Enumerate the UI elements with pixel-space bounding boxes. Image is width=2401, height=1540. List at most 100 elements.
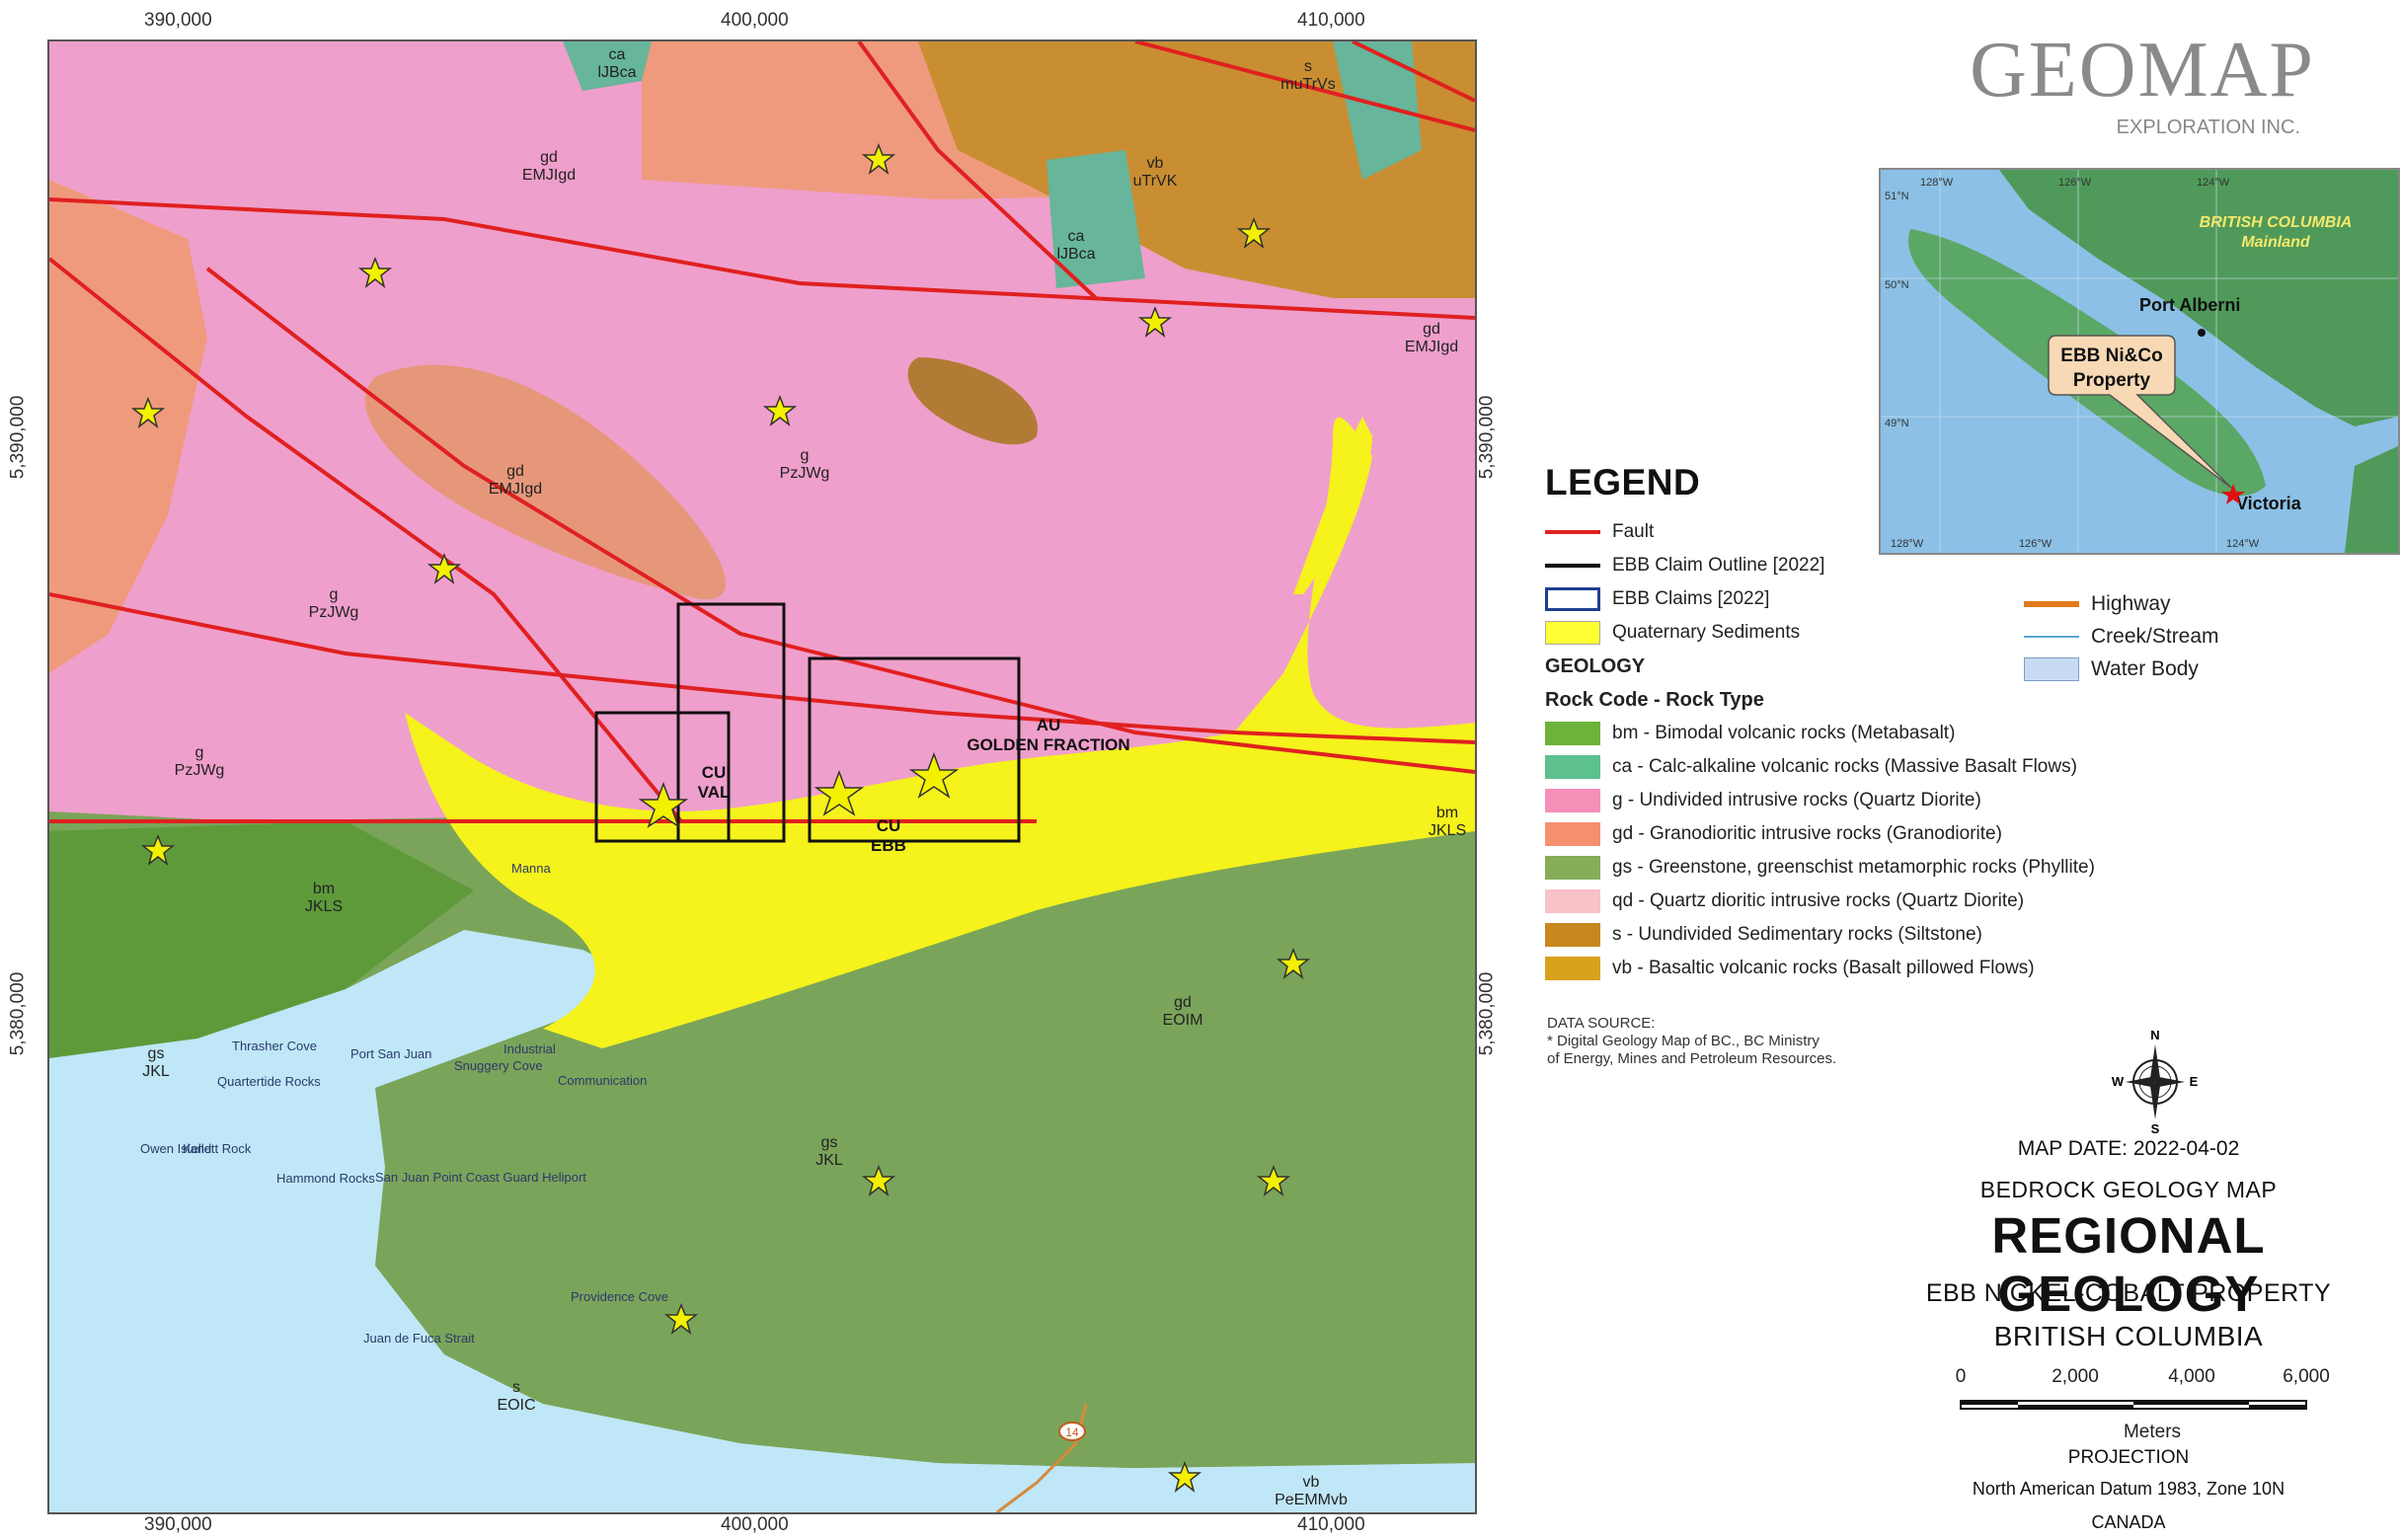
coord-left-5390000: 5,390,000 bbox=[7, 395, 29, 480]
inset-canvas: BRITISH COLUMBIA Mainland Port Alberni V… bbox=[1881, 170, 2398, 553]
coord-bottom-400000: 400,000 bbox=[721, 1514, 789, 1535]
coord-top-400000: 400,000 bbox=[721, 10, 789, 31]
occurrence-star bbox=[130, 396, 166, 428]
legend-highway: Highway bbox=[2024, 587, 2379, 620]
svg-text:E: E bbox=[2190, 1074, 2199, 1089]
place-juan-de-fuca-strait: Juan de Fuca Strait bbox=[363, 1331, 475, 1346]
rock-label-gs-1: gs bbox=[148, 1045, 165, 1062]
svg-text:Property: Property bbox=[2073, 370, 2151, 391]
legend-rock-s: s - Uundivided Sedimentary rocks (Siltst… bbox=[1545, 918, 2216, 952]
coord-bottom-390000: 390,000 bbox=[144, 1514, 212, 1535]
occurrence-star bbox=[1276, 947, 1311, 979]
legend-rock-qd-label: qd - Quartz dioritic intrusive rocks (Qu… bbox=[1612, 890, 2025, 911]
legend-rock-g-label: g - Undivided intrusive rocks (Quartz Di… bbox=[1612, 790, 1981, 810]
legend-creek: Creek/Stream bbox=[2024, 620, 2379, 653]
occurrence-star bbox=[861, 1164, 896, 1196]
company-name: GEOMAP bbox=[1970, 27, 2315, 114]
rock-label-ca-2: ca bbox=[1068, 228, 1085, 245]
map-date: MAP DATE: 2022-04-02 bbox=[2017, 1137, 2240, 1160]
geology-map[interactable]: ca lJBca gd EMJIgd s muTrVs vb uTrVK ca … bbox=[47, 39, 1477, 1514]
rock-label-gd-2: gd bbox=[1423, 321, 1440, 338]
unit-gs-peninsula bbox=[375, 890, 1475, 1468]
inset-locator-map[interactable]: BRITISH COLUMBIA Mainland Port Alberni V… bbox=[1879, 168, 2400, 555]
place-hammond-rocks: Hammond Rocks bbox=[276, 1171, 375, 1186]
rock-label-bm-2: bm bbox=[1436, 805, 1458, 821]
claim-label-au-sub: GOLDEN FRACTION bbox=[967, 735, 1129, 754]
occurrence-star bbox=[663, 1302, 699, 1335]
rock-label-s-2: s bbox=[512, 1379, 520, 1396]
rock-label-ca-1-sub: lJBca bbox=[597, 64, 636, 81]
legend-water-label: Water Body bbox=[2091, 656, 2199, 680]
claim-outlines bbox=[594, 602, 1021, 843]
legend-quaternary: Quaternary Sediments bbox=[1545, 616, 2216, 650]
claim-label-au: AU bbox=[1037, 716, 1061, 734]
gd-swatch-icon bbox=[1545, 822, 1600, 846]
rock-label-vb-1-sub: uTrVK bbox=[1133, 173, 1178, 190]
legend-title: LEGEND bbox=[1545, 462, 1701, 502]
scale-bar-graphic bbox=[1960, 1400, 2307, 1410]
svg-text:126°W: 126°W bbox=[2058, 177, 2092, 189]
svg-text:W: W bbox=[2112, 1074, 2125, 1089]
legend-rock-bm-label: bm - Bimodal volcanic rocks (Metabasalt) bbox=[1612, 723, 1956, 743]
scale-tick-2000: 2,000 bbox=[2052, 1366, 2099, 1387]
occurrence-star bbox=[426, 552, 462, 584]
occurrence-star bbox=[357, 256, 393, 288]
svg-text:126°W: 126°W bbox=[2019, 538, 2052, 550]
svg-text:S: S bbox=[2151, 1121, 2160, 1135]
legend-creek-label: Creek/Stream bbox=[2091, 624, 2219, 648]
legend-fault: Fault bbox=[1545, 515, 2216, 549]
svg-text:49°N: 49°N bbox=[1885, 418, 1909, 429]
rock-label-g-3-sub: PzJWg bbox=[175, 762, 225, 779]
legend-rock-vb: vb - Basaltic volcanic rocks (Basalt pil… bbox=[1545, 952, 2216, 985]
province-name: BRITISH COLUMBIA bbox=[1993, 1321, 2264, 1351]
rock-label-g-2-sub: PzJWg bbox=[309, 604, 359, 621]
legend-rock-gs: gs - Greenstone, greenschist metamorphic… bbox=[1545, 851, 2216, 885]
occurrence-star-large bbox=[908, 751, 960, 799]
inset-mainland-label: Mainland bbox=[2241, 234, 2311, 251]
svg-text:124°W: 124°W bbox=[2226, 538, 2260, 550]
map-title: REGIONAL GEOLOGY bbox=[1991, 1207, 2266, 1322]
unit-vb-ne bbox=[918, 41, 1475, 298]
svg-text:124°W: 124°W bbox=[2197, 177, 2230, 189]
inset-port-alberni: Port Alberni bbox=[2139, 295, 2240, 315]
legend-quaternary-label: Quaternary Sediments bbox=[1612, 622, 1801, 643]
legend-claim-outline: EBB Claim Outline [2022] bbox=[1545, 549, 2216, 582]
inset-bc-label: BRITISH COLUMBIA bbox=[2200, 214, 2353, 231]
rock-code-labels: ca lJBca gd EMJIgd s muTrVs vb uTrVK ca … bbox=[142, 46, 1466, 1508]
claim-cu-val bbox=[594, 711, 731, 843]
inset-port-alberni-dot bbox=[2198, 329, 2206, 337]
highway-line-icon bbox=[2024, 600, 2079, 607]
svg-text:128°W: 128°W bbox=[1920, 177, 1954, 189]
legend-claim-outline-label: EBB Claim Outline [2022] bbox=[1612, 555, 1825, 576]
occurrence-star bbox=[762, 394, 798, 426]
svg-text:51°N: 51°N bbox=[1885, 191, 1909, 202]
legend-rock-ca: ca - Calc-alkaline volcanic rocks (Massi… bbox=[1545, 750, 2216, 784]
place-communication: Communication bbox=[558, 1073, 647, 1088]
inset-mainland bbox=[1999, 170, 2398, 426]
rock-label-ca-2-sub: lJBca bbox=[1056, 246, 1095, 263]
company-logo: GEOMAP EXPLORATION INC. bbox=[1965, 26, 2320, 139]
legend-rock-gd: gd - Granodioritic intrusive rocks (Gran… bbox=[1545, 817, 2216, 851]
rock-label-g-3: g bbox=[195, 744, 204, 761]
rock-label-gd-3: gd bbox=[506, 463, 524, 480]
rock-label-bm-2-sub: JKLS bbox=[1429, 822, 1466, 839]
geology-map-canvas: ca lJBca gd EMJIgd s muTrVs vb uTrVK ca … bbox=[49, 41, 1475, 1512]
rock-label-gd-4-sub: EOIM bbox=[1163, 1012, 1203, 1029]
legend-rock-qd: qd - Quartz dioritic intrusive rocks (Qu… bbox=[1545, 885, 2216, 918]
occurrence-star bbox=[1137, 305, 1173, 338]
data-source-note: DATA SOURCE: * Digital Geology Map of BC… bbox=[1547, 1015, 1836, 1068]
rock-label-ca-1: ca bbox=[609, 46, 626, 63]
occurrence-star-large bbox=[638, 781, 689, 828]
unit-quaternary-arm bbox=[1293, 417, 1372, 594]
claim-label-cu-val: CU bbox=[702, 763, 727, 782]
rock-label-gd-1: gd bbox=[540, 149, 558, 166]
legend-rock-vb-label: vb - Basaltic volcanic rocks (Basalt pil… bbox=[1612, 958, 2035, 978]
unit-ca-far-ne bbox=[1333, 41, 1422, 180]
unit-gd-west bbox=[49, 180, 207, 673]
claim-outline-icon bbox=[1545, 564, 1600, 568]
data-source-line-2: of Energy, Mines and Petroleum Resources… bbox=[1547, 1050, 1837, 1067]
legend-geology-header: GEOLOGY bbox=[1545, 655, 1646, 677]
compass-rose-icon: N S W E bbox=[2112, 1028, 2199, 1135]
coord-right-5390000: 5,390,000 bbox=[1476, 395, 1498, 480]
place-quartertide-rocks: Quartertide Rocks bbox=[217, 1074, 321, 1089]
